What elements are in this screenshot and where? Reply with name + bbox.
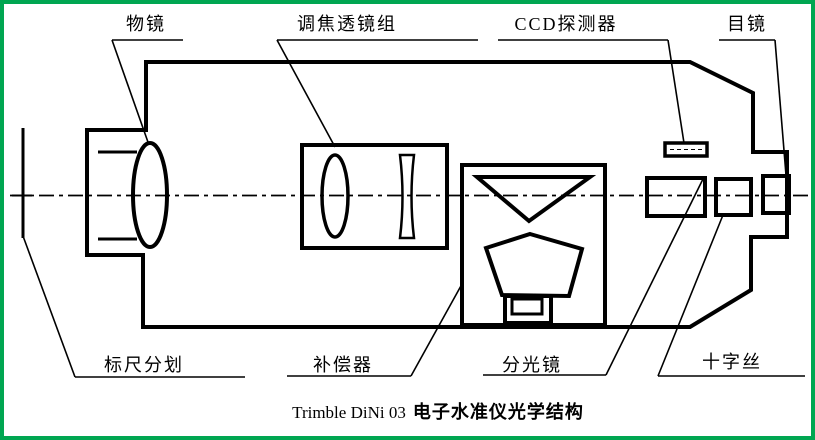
crosshair-leader-line	[657, 214, 724, 377]
eyepiece-label: 目镜	[727, 14, 767, 34]
focusing-lens-box	[300, 143, 449, 250]
compensator-base-inner-rect	[510, 297, 544, 316]
crosshair-box	[714, 177, 753, 217]
compensator-unit	[460, 163, 607, 327]
callout-beam-splitter: 分光镜	[483, 178, 704, 376]
compensator-label: 补偿器	[313, 355, 373, 375]
callout-ccd-detector: CCD探测器	[498, 14, 685, 144]
focusing-convex-lens	[320, 153, 350, 239]
callout-staff-graduation: 标尺分划	[22, 235, 245, 378]
eyepiece-leader-line	[774, 39, 787, 176]
focusing-lens-group	[300, 143, 449, 250]
focusing-concave-lens	[398, 153, 416, 240]
eyepiece-box	[761, 174, 791, 215]
focusing-lens-group-label: 调焦透镜组	[297, 14, 397, 34]
diagram-title-en: Trimble DiNi 03	[292, 403, 406, 422]
ccd-detector	[663, 141, 709, 158]
beam-splitter-box	[645, 176, 707, 218]
ccd-detector-label: CCD探测器	[514, 14, 617, 34]
compensator-pentaprism	[483, 231, 585, 299]
beam-splitter-label: 分光镜	[502, 355, 562, 375]
staff-graduation-leader-line	[22, 235, 76, 378]
focusing-lens-group-leader-line	[276, 39, 336, 148]
objective-label: 物镜	[126, 14, 166, 34]
callout-objective: 物镜	[111, 14, 183, 146]
compensator-box	[460, 163, 607, 327]
diagram-title: Trimble DiNi 03 电子水准仪光学结构	[292, 401, 584, 423]
callout-compensator: 补偿器	[287, 283, 463, 377]
staff-graduation-label: 标尺分划	[104, 355, 184, 375]
crosshair-label: 十字丝	[702, 352, 762, 372]
compensator-leader-line	[410, 283, 463, 377]
ccd-detector-rect	[663, 141, 709, 158]
staff-graduation-mark	[12, 128, 32, 238]
ccd-detector-leader-line	[667, 39, 685, 144]
callout-eyepiece: 目镜	[719, 14, 787, 176]
compensator-base-outer-rect	[503, 294, 553, 325]
callout-crosshair: 十字丝	[657, 214, 805, 377]
telescope-body-outline	[85, 60, 789, 329]
objective-lens-assembly	[98, 141, 169, 249]
beam-splitter-leader-line	[605, 178, 704, 376]
objective-lens-ellipse	[131, 141, 169, 249]
diagram-title-zh: 电子水准仪光学结构	[413, 401, 584, 423]
compensator-prism-triangle	[471, 175, 597, 224]
objective-leader-line	[111, 39, 150, 146]
callout-focusing-lens-group: 调焦透镜组	[276, 14, 478, 148]
